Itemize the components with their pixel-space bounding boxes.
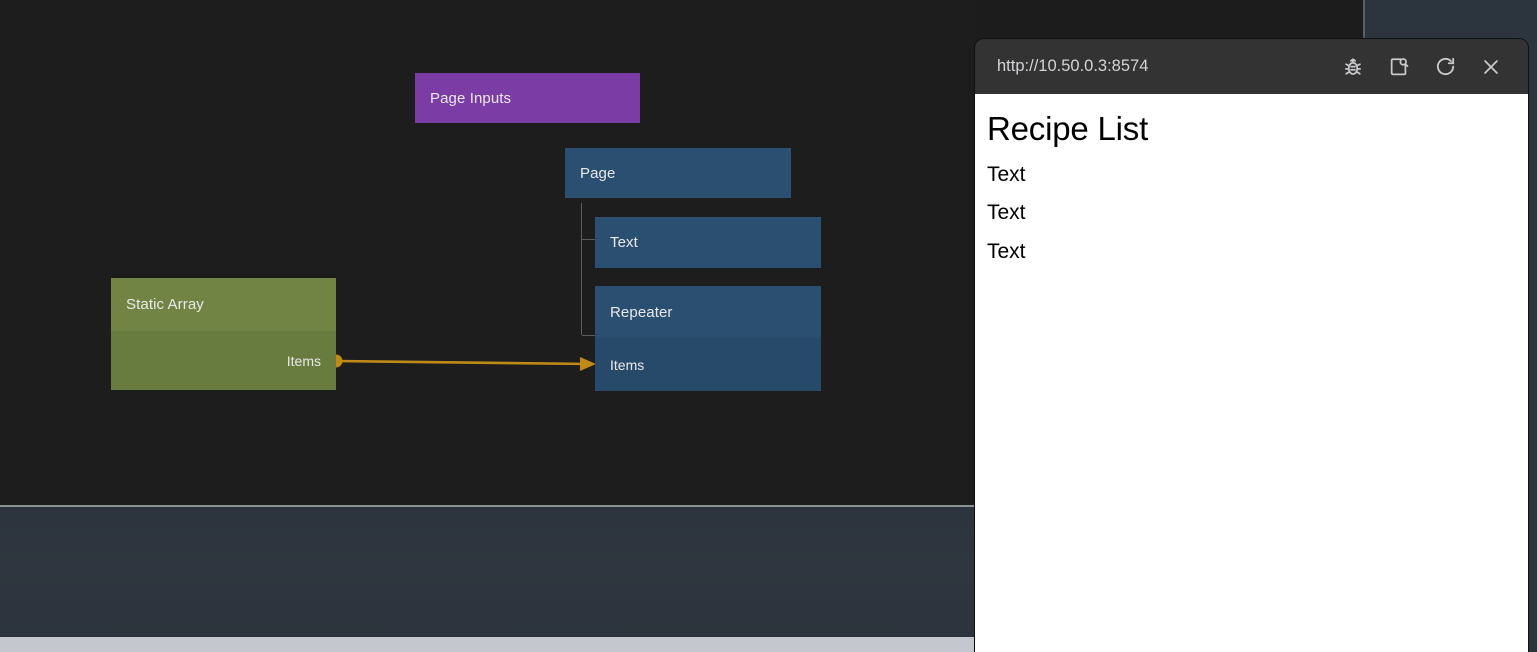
url-display[interactable]: http://10.50.0.3:8574: [997, 57, 1149, 75]
page-search-icon[interactable]: [1376, 47, 1422, 87]
reload-icon[interactable]: [1422, 47, 1468, 87]
node-static-array-title: Static Array: [111, 278, 336, 331]
node-static-array-items-port[interactable]: Items: [111, 331, 336, 390]
node-repeater-title: Repeater: [595, 286, 821, 338]
node-static-array[interactable]: Static Array Items: [111, 278, 336, 390]
node-repeater-items-port[interactable]: Items: [595, 338, 821, 391]
node-page-inputs-title: Page Inputs: [430, 89, 512, 107]
browser-titlebar: http://10.50.0.3:8574: [975, 39, 1528, 94]
node-page-title: Page: [580, 164, 616, 182]
bug-icon[interactable]: [1330, 47, 1376, 87]
node-repeater-items-label: Items: [610, 356, 645, 373]
lower-editor-panel: [0, 505, 975, 637]
page-title: Recipe List: [987, 110, 1149, 147]
browser-preview-window[interactable]: http://10.50.0.3:8574: [975, 39, 1528, 652]
list-item: Text: [987, 163, 1026, 187]
close-icon[interactable]: [1468, 47, 1514, 87]
node-page-inputs[interactable]: Page Inputs: [415, 73, 640, 123]
node-page[interactable]: Page: [565, 148, 791, 198]
list-item: Text: [987, 239, 1026, 263]
status-bar: [0, 637, 975, 652]
tree-connector-branch-text: [582, 239, 595, 240]
node-text-title: Text: [610, 234, 638, 251]
list-item: Text: [987, 201, 1026, 225]
node-text[interactable]: Text: [595, 217, 821, 268]
browser-content: Recipe List Text Text Text: [975, 94, 1528, 652]
node-graph-canvas[interactable]: Page Inputs Page Text Repeater Items Sta…: [0, 0, 975, 505]
node-static-array-items-label: Items: [286, 352, 321, 369]
tree-connector-vertical: [581, 203, 582, 335]
node-repeater[interactable]: Repeater Items: [595, 286, 821, 391]
tree-connector-branch-repeater: [582, 335, 595, 336]
